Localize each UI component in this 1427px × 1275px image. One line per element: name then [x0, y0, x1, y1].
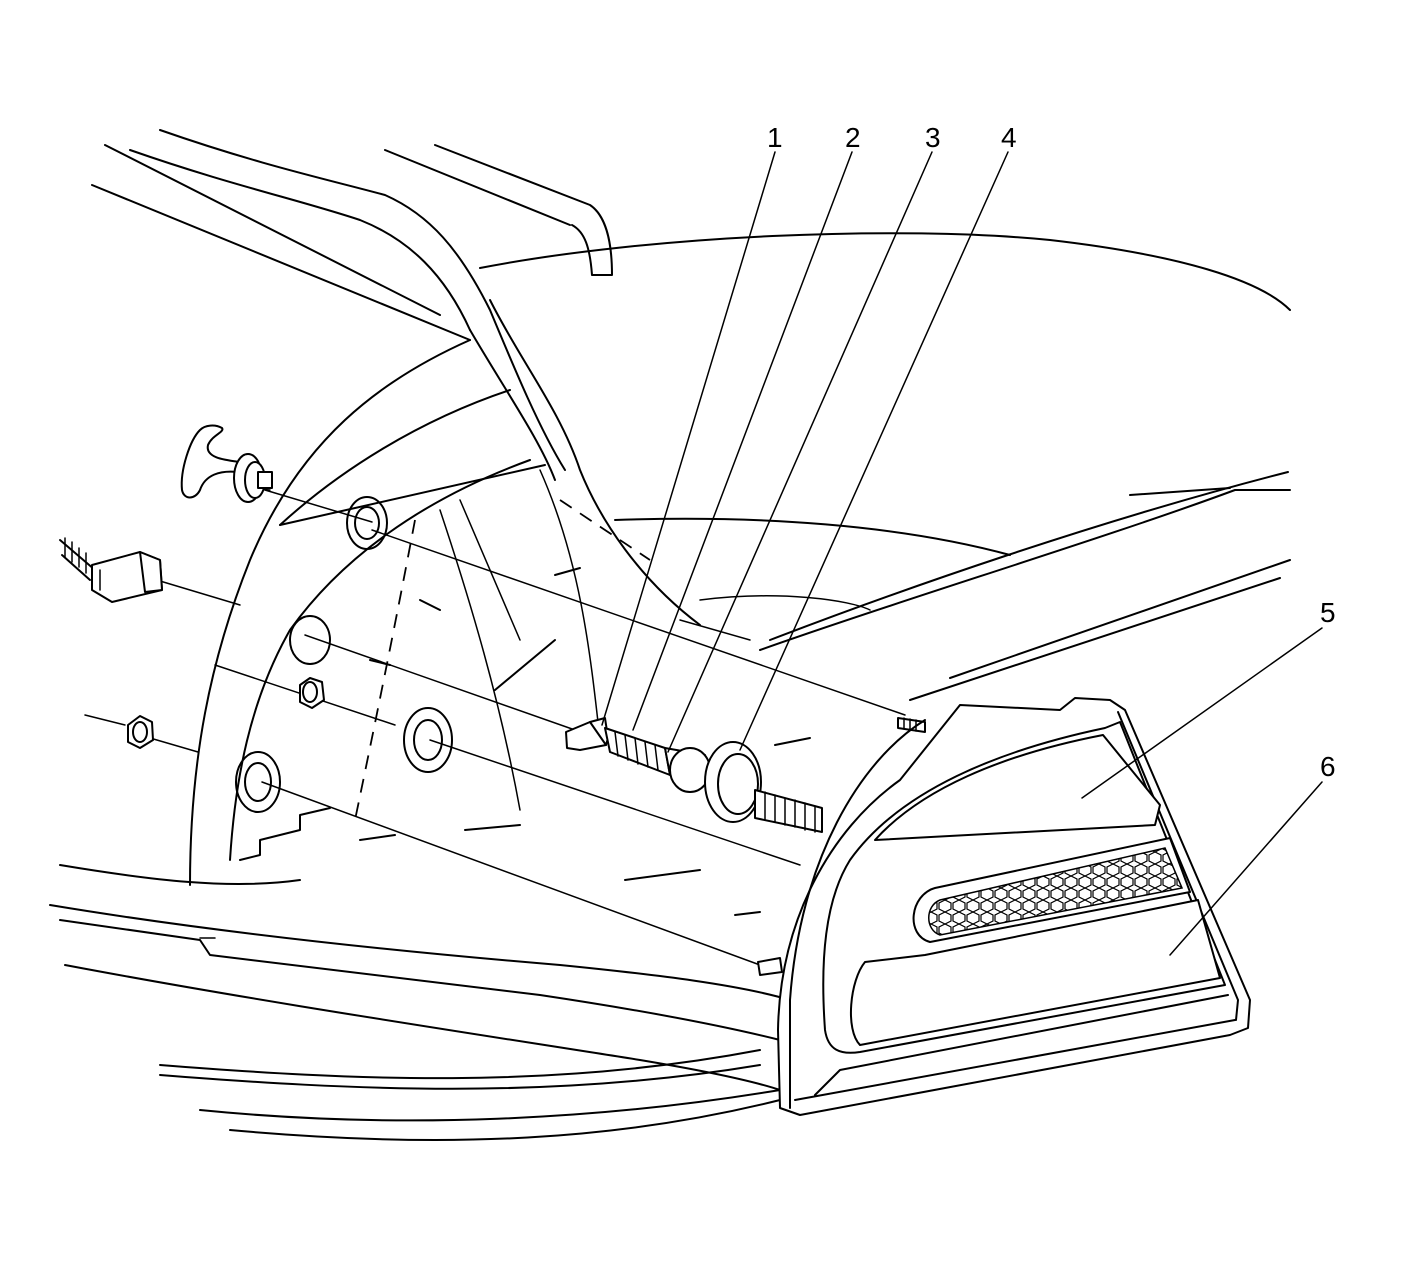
- callout-2: 2: [845, 122, 861, 153]
- wing-nut-upper: [299, 677, 325, 709]
- callout-1: 1: [767, 122, 783, 153]
- callout-4: 4: [1001, 122, 1017, 153]
- callout-labels: 1 2 3 4 5 6: [767, 122, 1336, 782]
- tail-lamp-assembly: [757, 697, 1251, 1116]
- wing-nut-lower: [127, 715, 154, 749]
- callout-5: 5: [1320, 597, 1336, 628]
- assembly-centerlines: [84, 487, 906, 966]
- wiring-harness-connector: [59, 537, 163, 603]
- leader-lines: [601, 151, 1323, 956]
- push-pin-retainer: [180, 424, 273, 503]
- vehicle-body-outline: [49, 129, 1291, 1141]
- mounting-holes: [235, 496, 453, 813]
- callout-6: 6: [1320, 751, 1336, 782]
- callout-3: 3: [925, 122, 941, 153]
- bulb-socket-assembly: [565, 717, 823, 833]
